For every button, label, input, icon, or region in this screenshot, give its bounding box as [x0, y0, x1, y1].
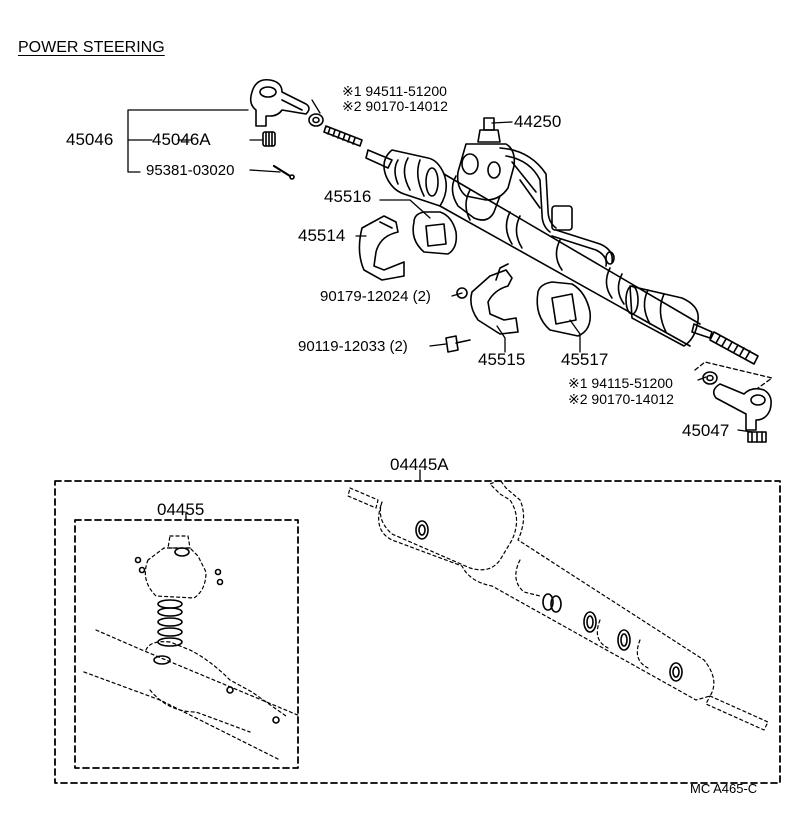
nut-top [308, 113, 324, 127]
label-45046a: 45046A [152, 130, 211, 149]
gasket-kit-rack [347, 479, 769, 731]
nut-bottom [702, 371, 718, 385]
diagram-title: POWER STEERING [18, 39, 165, 56]
label-45517: 45517 [561, 350, 609, 369]
label-45516: 45516 [324, 187, 372, 206]
leader-lines [127, 99, 773, 433]
label-45046: 45046 [66, 130, 114, 149]
kit-leaders [185, 469, 421, 521]
label-45515: 45515 [478, 350, 526, 369]
right-tie-rod-end [712, 383, 772, 443]
valve-kit-phantom [83, 535, 301, 761]
gasket-kit-parts [415, 520, 683, 682]
footer-code: MC A465-C [690, 781, 758, 796]
label-44250: 44250 [514, 112, 562, 131]
label-nut-note-1-bottom: ※1 94115-51200 [568, 375, 673, 391]
bracket-left-shape [358, 215, 405, 281]
label-04455: 04455 [157, 500, 205, 519]
inner-tie-rod-left [323, 125, 393, 169]
bushing-left-shape [412, 211, 458, 255]
valve-housing [451, 117, 615, 267]
label-90119-12033: 90119-12033 (2) [298, 338, 408, 355]
bracket-right-shape [456, 263, 519, 335]
left-tie-rod-end [249, 78, 310, 127]
bushing-right-shape [536, 281, 592, 337]
label-95381-03020: 95381-03020 [146, 162, 235, 179]
rack-housing [383, 149, 713, 347]
label-45514: 45514 [298, 226, 346, 245]
bolt-bracket [445, 335, 471, 353]
label-nut-note-2-bottom: ※2 90170-14012 [568, 391, 674, 407]
kit-frames [54, 480, 781, 784]
castle-nut-left [262, 131, 276, 147]
label-nut-note-1-top: ※1 94511-51200 [342, 83, 447, 99]
inner-tie-rod-right [709, 331, 759, 365]
label-90179-12024: 90179-12024 (2) [320, 288, 431, 305]
label-04445a: 04445A [390, 455, 449, 474]
label-45047: 45047 [682, 421, 730, 440]
label-nut-note-2-top: ※2 90170-14012 [342, 98, 448, 114]
valve-kit-parts [134, 547, 280, 724]
cotter-pin-left [272, 164, 295, 180]
